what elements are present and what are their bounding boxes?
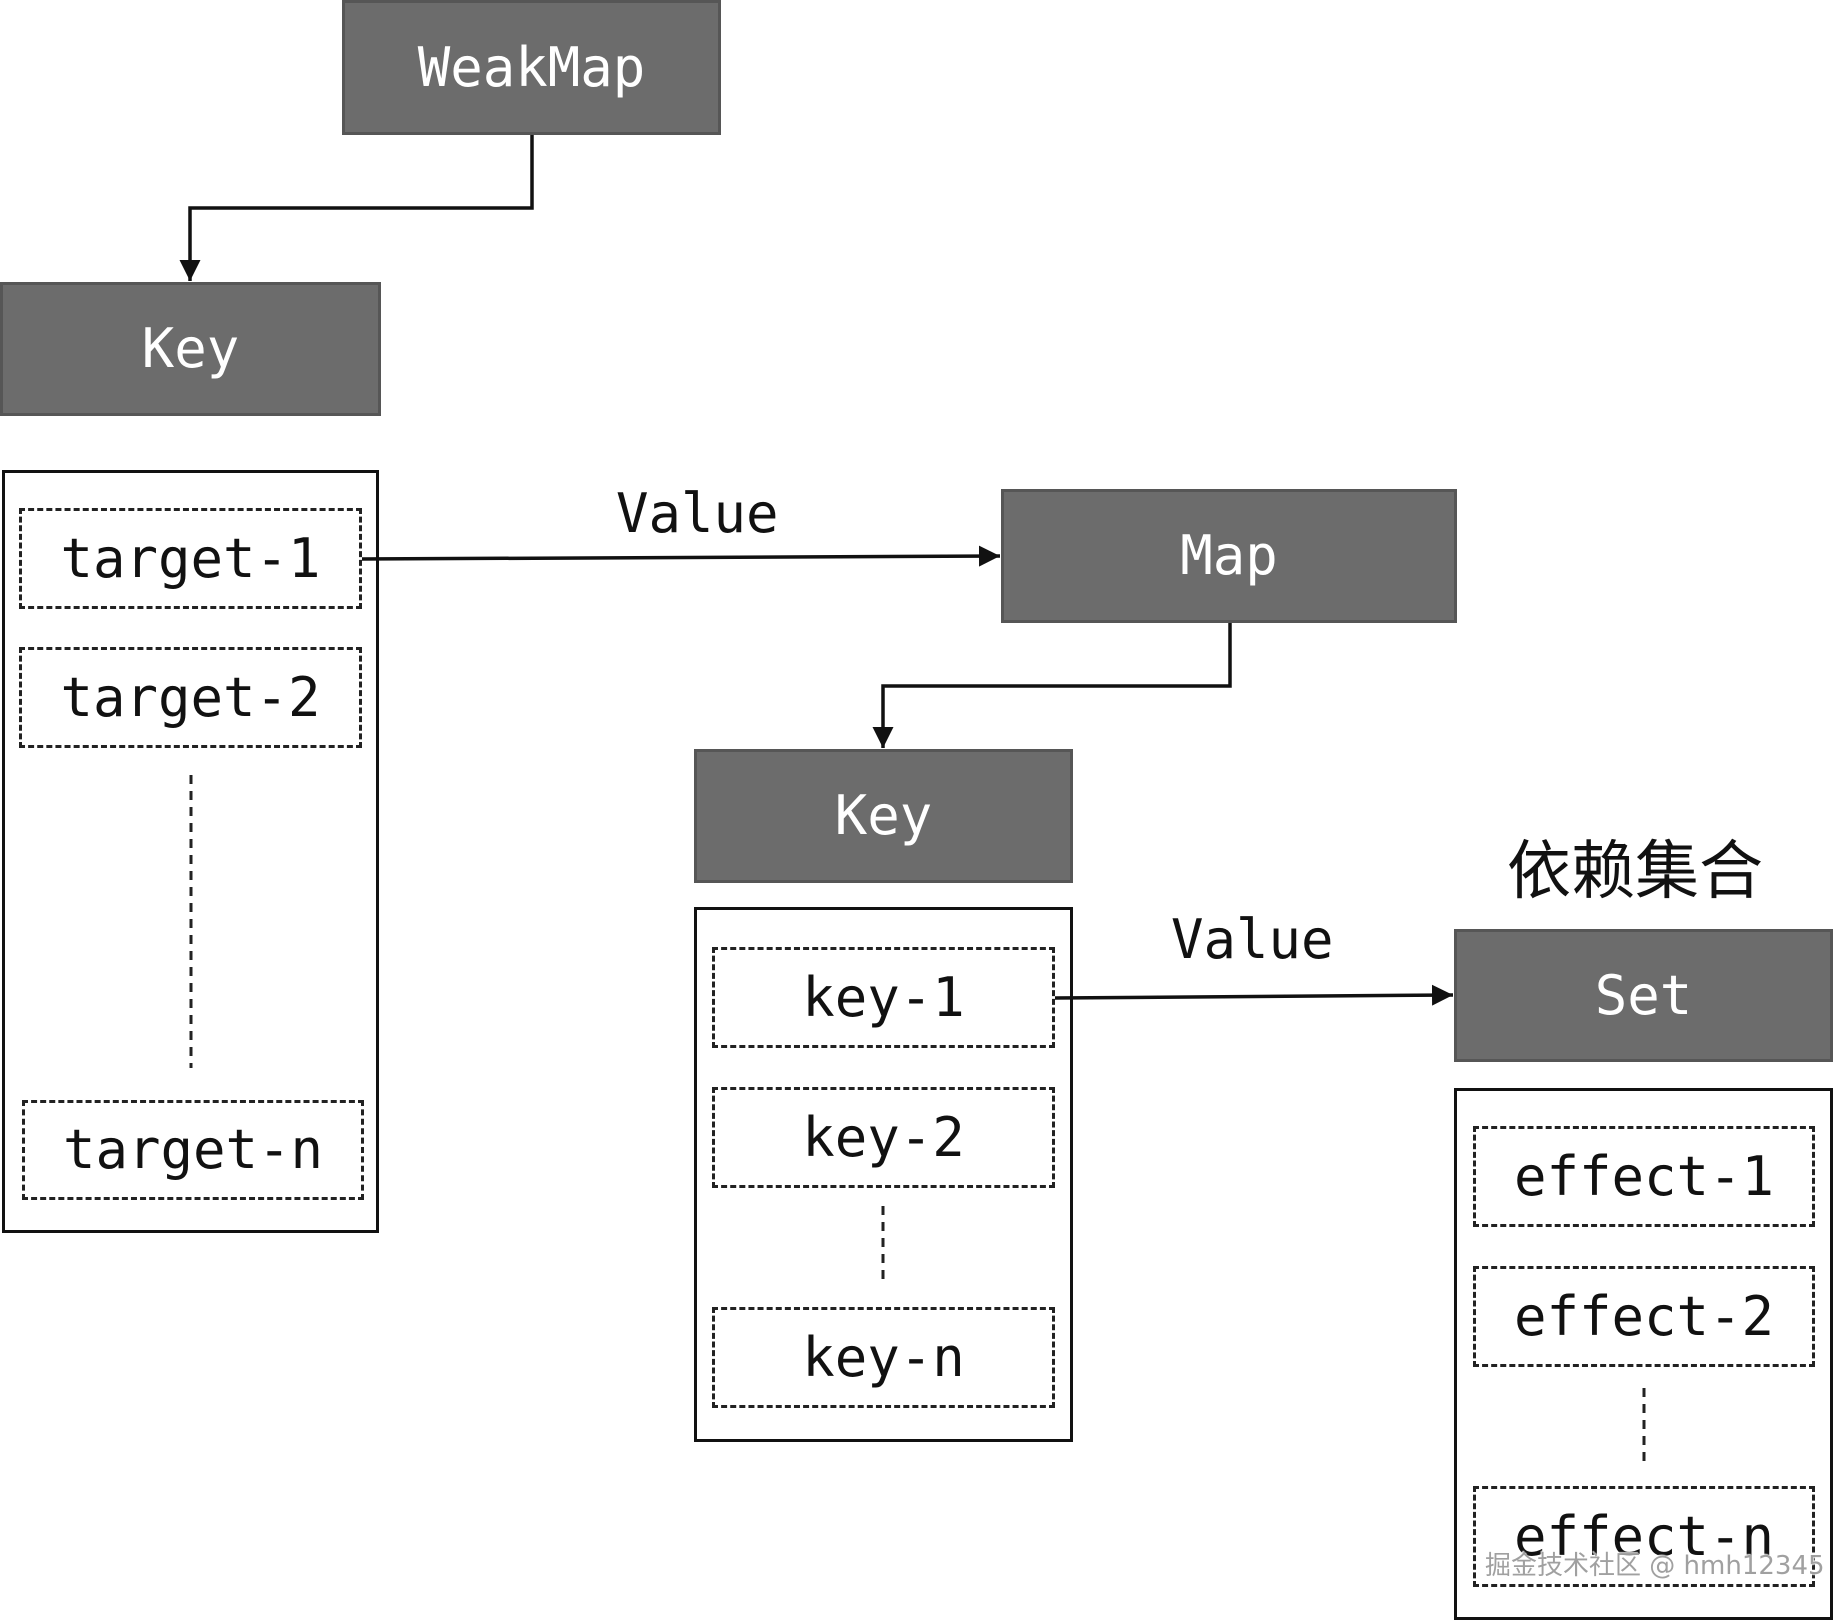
key-item: key-n xyxy=(712,1307,1055,1408)
map-key-box: Key xyxy=(694,749,1073,883)
weakmap-key-box: Key xyxy=(0,282,381,416)
key-item-label: key-1 xyxy=(802,965,965,1029)
target-item-label: target-1 xyxy=(60,526,321,590)
target-to-map-arrow xyxy=(361,545,1001,567)
target-item: target-n xyxy=(22,1100,364,1200)
effects-container: effect-1 effect-2 effect-n xyxy=(1454,1088,1833,1620)
key-item-label: key-n xyxy=(802,1325,965,1389)
weakmap-to-key-arrow xyxy=(179,135,534,281)
keys-container: key-1 key-2 key-n xyxy=(694,907,1073,1442)
effect-item-label: effect-2 xyxy=(1513,1284,1775,1348)
set-box: Set xyxy=(1454,929,1833,1062)
target-item: target-2 xyxy=(19,647,362,748)
key-item-label: key-2 xyxy=(802,1105,965,1169)
effect-item-label: effect-1 xyxy=(1513,1144,1775,1208)
dependency-set-title: 依赖集合 xyxy=(1507,835,1763,909)
target-item-label: target-2 xyxy=(60,665,321,729)
map-key-label: Key xyxy=(834,784,933,847)
effect-item: effect-1 xyxy=(1473,1126,1815,1227)
key-item: key-1 xyxy=(712,947,1055,1048)
target-value-label: Value xyxy=(616,482,779,545)
target-item-label: target-n xyxy=(62,1118,324,1181)
weakmap-label: WeakMap xyxy=(417,35,646,99)
weakmap-key-label: Key xyxy=(141,317,240,380)
effect-item: effect-2 xyxy=(1473,1266,1815,1367)
effect-item: effect-n xyxy=(1473,1486,1815,1587)
weakmap-box: WeakMap xyxy=(342,0,721,135)
key-item: key-2 xyxy=(712,1087,1055,1188)
key-value-label: Value xyxy=(1171,908,1334,971)
targets-container: target-1 target-2 target-n xyxy=(2,470,379,1233)
watermark: 掘金技术社区 @ hmh12345 xyxy=(1485,1551,1825,1581)
map-box: Map xyxy=(1001,489,1457,623)
set-label: Set xyxy=(1594,963,1693,1027)
key-to-set-arrow xyxy=(1054,984,1454,1006)
map-to-key-arrow xyxy=(872,623,1232,748)
target-item: target-1 xyxy=(19,508,362,609)
effect-item-label: effect-n xyxy=(1513,1504,1775,1568)
map-label: Map xyxy=(1180,524,1278,587)
